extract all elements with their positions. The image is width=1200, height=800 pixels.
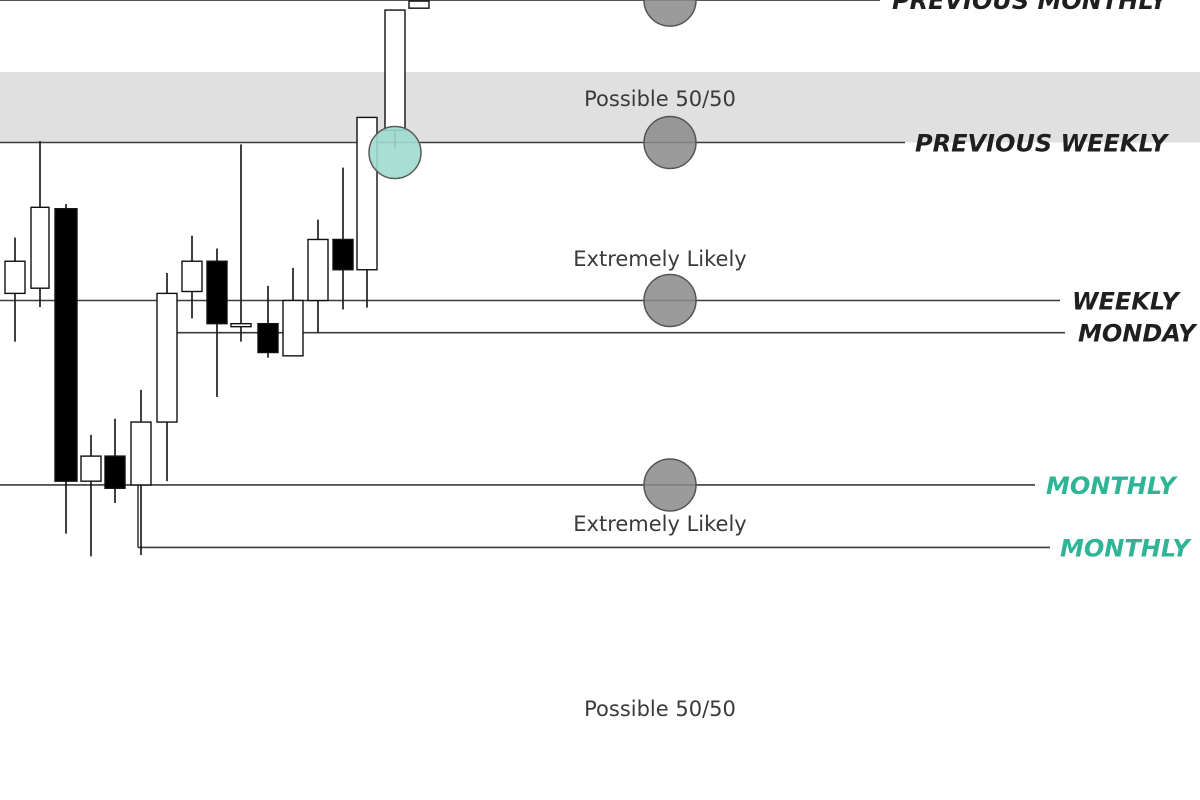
candle-body: [408, 0, 430, 9]
supply-zone: [0, 72, 1200, 143]
candle-body: [104, 455, 126, 489]
target-circles: [368, 0, 697, 512]
candle-body: [230, 322, 252, 328]
candle-body: [257, 322, 279, 354]
level-label: MONTHLY: [1046, 472, 1178, 500]
candle-body: [4, 260, 26, 295]
annotation-label: Extremely Likely: [573, 247, 746, 271]
candle-body: [307, 238, 329, 302]
candle-body: [332, 238, 354, 271]
annotation-label: Possible 50/50: [584, 697, 736, 721]
candle-body: [384, 9, 406, 131]
target-circle: [643, 273, 697, 328]
level-label: PREVIOUS MONTHLY: [892, 0, 1170, 15]
annotation-label: Possible 50/50: [584, 87, 736, 111]
target-circle: [643, 115, 697, 170]
candles: [4, 0, 430, 557]
candle-body: [156, 292, 178, 423]
target-circle: [643, 0, 697, 27]
level-labels: PREVIOUS MONTHLY PREVIOUS WEEKLY WEEKLY MON…: [892, 0, 1198, 562]
level-label: MONTHLY: [1060, 534, 1192, 562]
target-circle: [643, 458, 697, 512]
candle-body: [80, 455, 102, 482]
candle-body: [130, 421, 152, 486]
level-label: WEEKLY: [1072, 287, 1181, 315]
annotation-label: Extremely Likely: [573, 512, 746, 536]
candle-body: [206, 260, 228, 325]
level-label: PREVIOUS WEEKLY: [915, 130, 1170, 158]
candle-body: [282, 299, 304, 357]
highlight-circle: [368, 125, 422, 180]
candle-body: [54, 208, 78, 482]
candle-body: [181, 260, 203, 293]
candle-body: [30, 206, 50, 289]
level-label: MONDAY: [1078, 320, 1198, 348]
